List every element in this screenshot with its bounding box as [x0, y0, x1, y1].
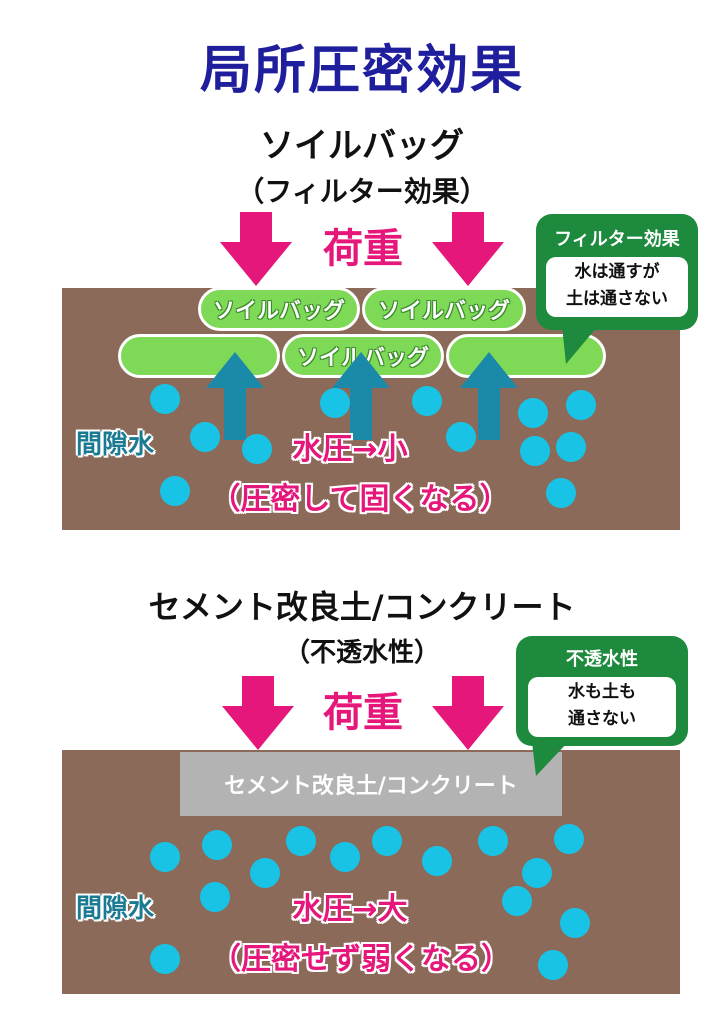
water-drop: [286, 826, 316, 856]
water-up-arrow: [460, 352, 518, 440]
load-label-2: 荷重: [323, 690, 403, 736]
water-drop: [330, 842, 360, 872]
callout-impermeable: 不透水性 水も土も 通さない: [516, 636, 688, 746]
load-arrow-right-1: [432, 212, 504, 286]
water-drop: [250, 858, 280, 888]
callout-filter: フィルター効果 水は通すが 土は通さない: [536, 214, 698, 330]
pressure-line2-1: （圧密して固くなる）: [210, 482, 510, 517]
water-drop: [502, 886, 532, 916]
water-drop: [520, 436, 550, 466]
section1-subheading: （フィルター効果）: [236, 175, 488, 208]
callout-impermeable-line1: 水も土も: [568, 682, 636, 702]
pressure-line2-2: （圧密せず弱くなる）: [211, 942, 511, 977]
soil-bag-1: ソイルバッグ: [198, 287, 360, 331]
load-arrow-left-2: [222, 676, 294, 750]
section1-heading: ソイルバッグ: [260, 126, 464, 166]
water-drop: [242, 434, 272, 464]
water-up-arrow: [206, 352, 264, 440]
callout-impermeable-line2: 通さない: [568, 709, 636, 729]
water-drop: [160, 476, 190, 506]
load-arrow-left-1: [220, 212, 292, 286]
soil-bag-partial-left: [118, 334, 280, 378]
water-drop: [546, 478, 576, 508]
callout-filter-line2: 土は通さない: [566, 289, 668, 309]
pressure-line1-2: 水圧→大: [292, 892, 408, 927]
water-drop: [412, 386, 442, 416]
load-arrow-right-2: [432, 676, 504, 750]
callout-filter-pointer: [562, 326, 598, 364]
water-drop: [320, 388, 350, 418]
water-drop: [556, 432, 586, 462]
section2-subheading: （不透水性）: [283, 638, 440, 668]
water-drop: [202, 830, 232, 860]
water-drop: [150, 384, 180, 414]
callout-impermeable-body: 水も土も 通さない: [528, 677, 676, 737]
callout-filter-line1: 水は通すが: [574, 262, 660, 282]
concrete-block: セメント改良土/コンクリート: [180, 752, 562, 816]
water-drop: [190, 422, 220, 452]
pore-water-label-1: 間隙水: [76, 430, 155, 460]
water-drop: [566, 390, 596, 420]
water-drop: [518, 398, 548, 428]
soil-bag-2: ソイルバッグ: [362, 287, 526, 331]
water-drop: [478, 826, 508, 856]
pressure-line1-1: 水圧→小: [292, 432, 408, 467]
water-drop: [150, 944, 180, 974]
water-drop: [150, 842, 180, 872]
pore-water-label-2: 間隙水: [76, 894, 155, 924]
water-drop: [200, 882, 230, 912]
callout-impermeable-pointer: [532, 742, 568, 776]
callout-filter-body: 水は通すが 土は通さない: [546, 257, 688, 317]
water-drop: [372, 826, 402, 856]
water-drop: [446, 422, 476, 452]
section2-heading: セメント改良土/コンクリート: [148, 588, 576, 626]
callout-filter-title: フィルター効果: [554, 229, 680, 250]
water-drop: [560, 908, 590, 938]
water-drop: [538, 950, 568, 980]
page-title: 局所圧密効果: [199, 41, 524, 101]
water-up-arrow: [332, 352, 390, 440]
water-drop: [554, 824, 584, 854]
water-drop: [422, 846, 452, 876]
water-drop: [522, 858, 552, 888]
callout-impermeable-title: 不透水性: [566, 649, 638, 670]
load-label-1: 荷重: [323, 226, 403, 272]
